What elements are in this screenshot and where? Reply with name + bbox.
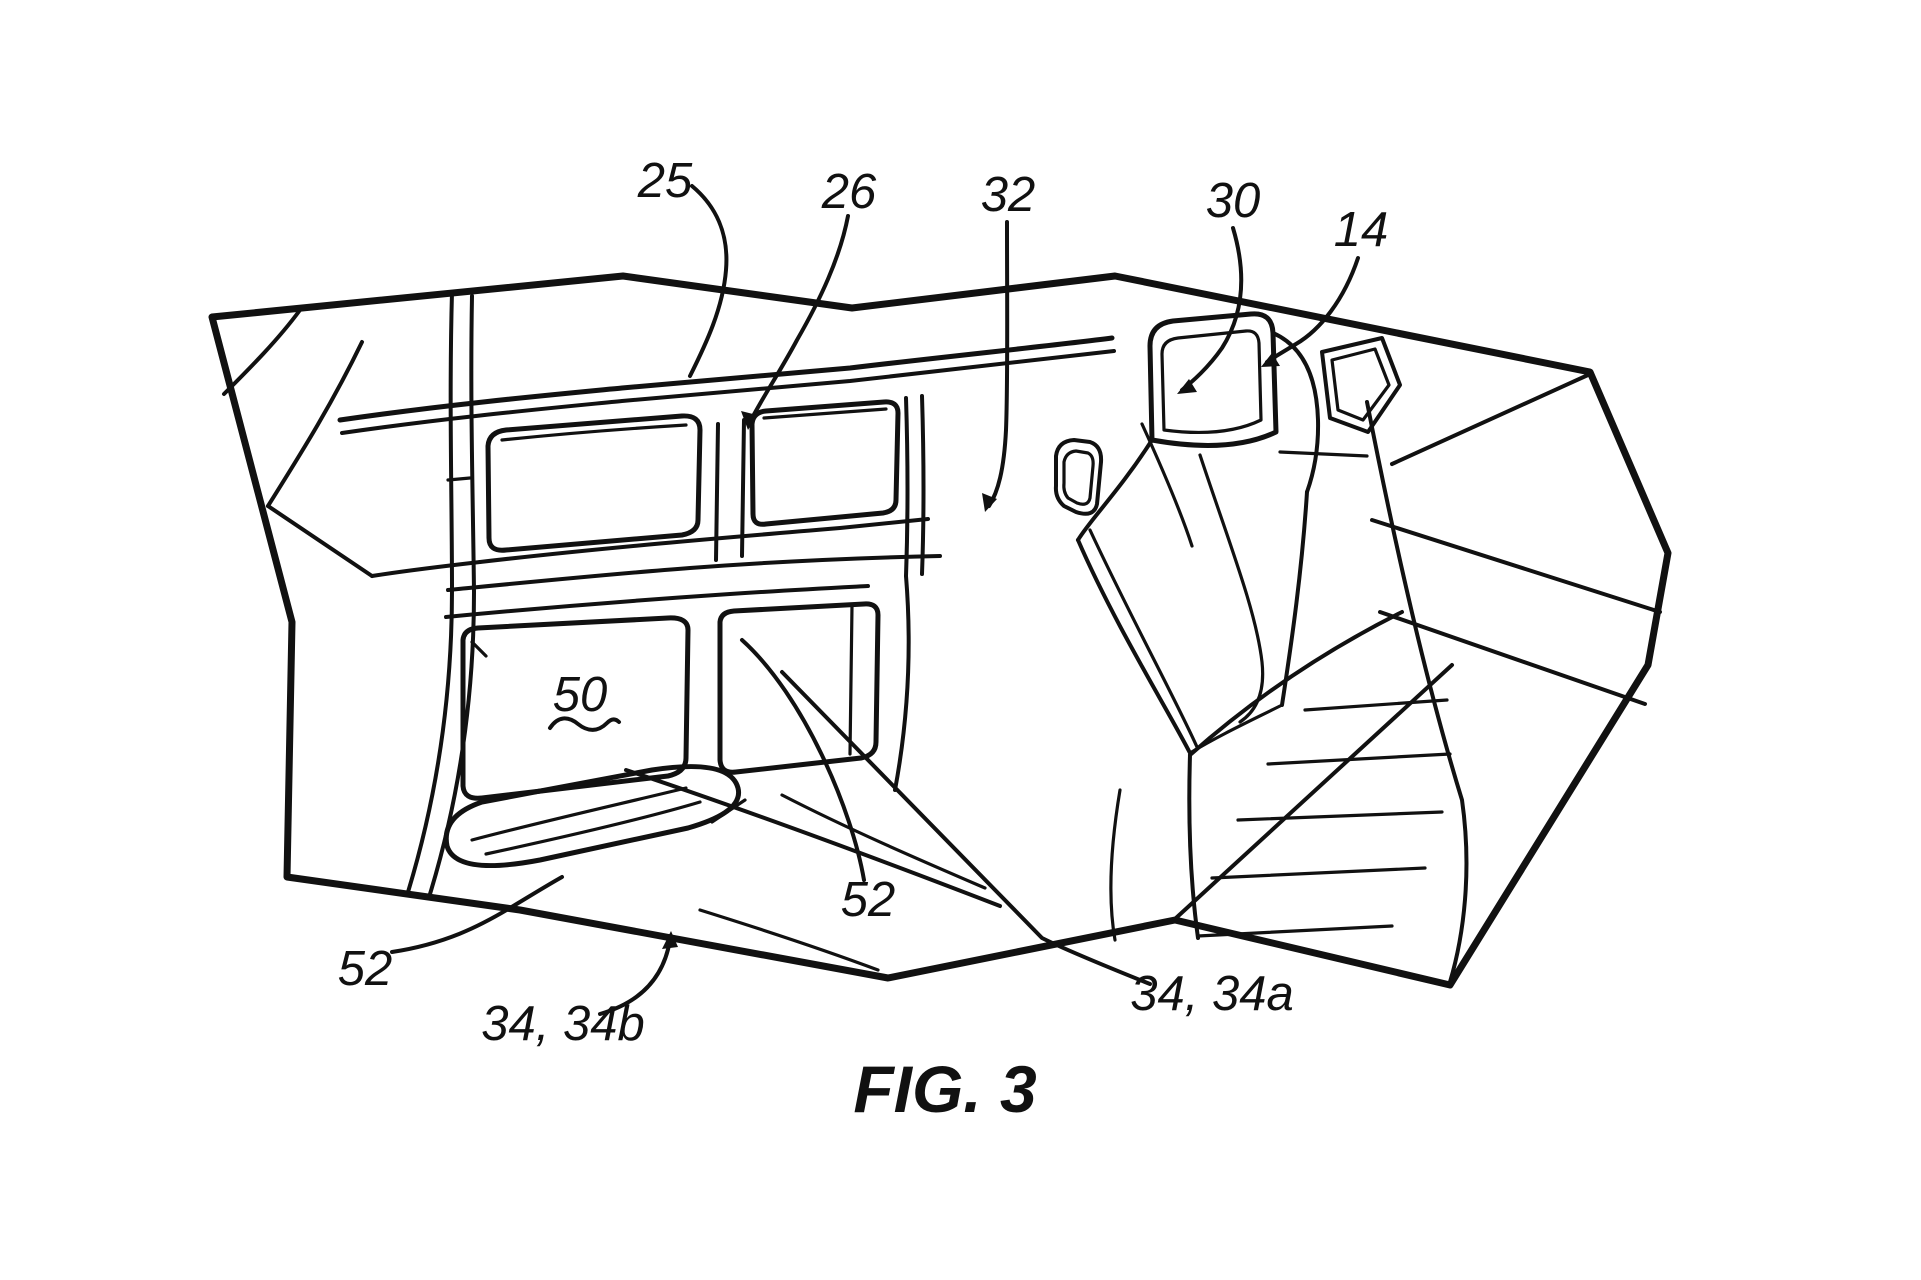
ref-label-50-underline bbox=[548, 716, 621, 732]
body-side-lines bbox=[1174, 373, 1662, 984]
fig-caption: FIG. 3 bbox=[853, 1052, 1036, 1126]
ref-label-14: 14 bbox=[1334, 203, 1389, 257]
door-handle-cup bbox=[1053, 438, 1104, 516]
leader-14 bbox=[1265, 256, 1360, 364]
floor-lines bbox=[624, 768, 1002, 972]
ref-label-25: 25 bbox=[637, 154, 693, 208]
leader-52-center bbox=[740, 638, 866, 882]
ref-label-52-left: 52 bbox=[338, 942, 393, 996]
figure-boundary bbox=[208, 272, 1672, 989]
ref-label-26: 26 bbox=[821, 165, 877, 219]
leader-25 bbox=[688, 184, 729, 378]
window-sill-line bbox=[478, 517, 930, 564]
leader-34-34b bbox=[598, 938, 672, 1016]
arrowhead-34-34b bbox=[662, 931, 678, 949]
ref-label-32: 32 bbox=[981, 168, 1036, 222]
window-1 bbox=[485, 413, 703, 553]
ref-label-50: 50 bbox=[553, 668, 608, 722]
stowed-panel-50 bbox=[460, 615, 691, 801]
leader-30 bbox=[1180, 226, 1244, 392]
ref-label-52-center: 52 bbox=[841, 873, 896, 927]
arrowhead-32 bbox=[982, 493, 997, 512]
leader-34-34a bbox=[780, 670, 1152, 986]
folding-tray bbox=[443, 764, 747, 869]
leader-52-left bbox=[390, 875, 564, 954]
front-seat bbox=[1076, 311, 1452, 942]
mid-rails bbox=[444, 554, 942, 619]
leader-32 bbox=[987, 220, 1010, 508]
window-2 bbox=[749, 399, 901, 527]
arrowhead-14 bbox=[1261, 353, 1280, 367]
leader-26 bbox=[748, 214, 850, 424]
ref-label-34-34b: 34, 34b bbox=[481, 997, 645, 1051]
arrowhead-30 bbox=[1177, 379, 1197, 394]
a-pillar-region bbox=[222, 290, 482, 896]
quarter-window bbox=[1278, 336, 1402, 458]
ref-label-30: 30 bbox=[1206, 174, 1261, 228]
arrowhead-26 bbox=[741, 411, 757, 430]
roof-rail bbox=[337, 335, 1116, 435]
ref-label-34-34a: 34, 34a bbox=[1130, 967, 1294, 1021]
leader-lines bbox=[390, 184, 1360, 1016]
